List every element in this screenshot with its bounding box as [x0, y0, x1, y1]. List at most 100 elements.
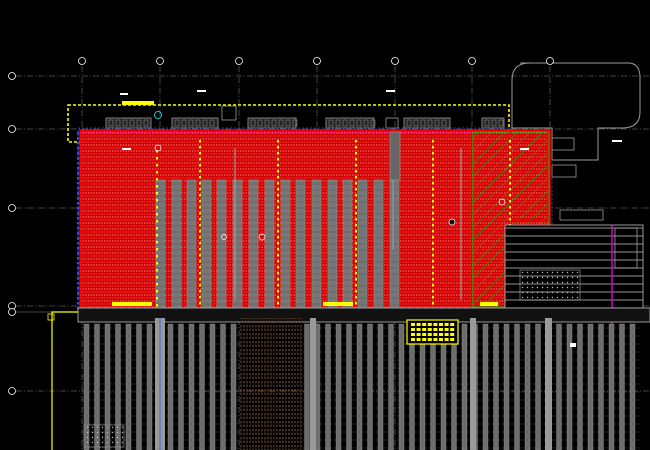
- yellow-dot: [509, 140, 511, 143]
- symbol-icon: [448, 218, 456, 226]
- lower-rack: [178, 323, 184, 450]
- yellow-dot: [277, 284, 279, 287]
- blue-dot: [77, 162, 79, 165]
- yellow-dot: [355, 140, 357, 143]
- yellow-dot: [199, 248, 201, 251]
- yellow-dot: [199, 278, 201, 281]
- blue-dot: [77, 197, 79, 200]
- blue-dot: [77, 257, 79, 260]
- yellow-block-cell: [444, 333, 449, 336]
- blue-dot: [77, 207, 79, 210]
- equipment-cell: [406, 119, 412, 127]
- blue-dot: [77, 292, 79, 295]
- yellow-dot: [277, 254, 279, 257]
- lower-aisle-pier: [470, 318, 476, 450]
- grid-bubble-icon: [8, 308, 16, 316]
- symbol-icon: [154, 144, 162, 152]
- blue-dot: [77, 227, 79, 230]
- yellow-dot: [156, 276, 158, 279]
- yellow-dot: [156, 234, 158, 237]
- yellow-dot: [432, 260, 434, 263]
- yellow-dot: [355, 170, 357, 173]
- yellow-dot: [509, 176, 511, 179]
- yellow-dot: [432, 182, 434, 185]
- blue-dot: [77, 217, 79, 220]
- yellow-block-pattern: [411, 323, 455, 341]
- yellow-dot: [156, 248, 158, 251]
- yellow-dot: [355, 224, 357, 227]
- yellow-dot: [156, 227, 158, 230]
- yellow-dot: [277, 182, 279, 185]
- equipment-unit: [385, 117, 399, 129]
- yellow-dot: [199, 152, 201, 155]
- yellow-dot: [355, 266, 357, 269]
- equipment-cell: [250, 119, 256, 127]
- yellow-dot: [156, 297, 158, 300]
- yellow-dot: [277, 302, 279, 305]
- yellow-dot: [355, 260, 357, 263]
- yellow-dot: [199, 200, 201, 203]
- equipment-cell: [434, 119, 440, 127]
- yellow-block-cell: [422, 323, 427, 326]
- equipment-cell: [136, 119, 142, 127]
- yellow-dot: [509, 170, 511, 173]
- yellow-dot: [199, 146, 201, 149]
- equipment-cell: [370, 119, 376, 127]
- yellow-dot: [355, 158, 357, 161]
- blue-dot: [77, 277, 79, 280]
- blue-dot: [77, 157, 79, 160]
- yellow-dot: [432, 200, 434, 203]
- yellow-dot: [509, 152, 511, 155]
- yellow-dot: [199, 206, 201, 209]
- equipment-cell: [349, 119, 355, 127]
- symbol-icon: [498, 198, 506, 206]
- equipment-cell: [427, 119, 433, 127]
- yellow-dot: [432, 158, 434, 161]
- yellow-loading-block[interactable]: [406, 319, 459, 345]
- yellow-dot: [277, 296, 279, 299]
- yellow-block-cell: [439, 338, 443, 341]
- lower-rack: [524, 323, 531, 450]
- yellow-dot: [199, 140, 201, 143]
- blue-dot: [77, 262, 79, 265]
- lower-rack: [230, 323, 237, 450]
- blue-dot: [77, 272, 79, 275]
- lower-rack: [629, 323, 636, 450]
- yellow-dot: [355, 194, 357, 197]
- yellow-dot: [277, 200, 279, 203]
- lower-rack: [136, 323, 142, 450]
- lower-rack: [556, 323, 562, 450]
- equipment-cell: [188, 119, 194, 127]
- grid-bubble-icon: [78, 57, 86, 65]
- blue-dot: [77, 282, 79, 285]
- equipment-cell: [292, 119, 298, 127]
- blue-dot: [77, 242, 79, 245]
- yellow-dot: [355, 284, 357, 287]
- yellow-dotted-lines: [77, 132, 511, 310]
- yellow-block-cell: [433, 323, 438, 326]
- yellow-dot: [277, 290, 279, 293]
- grid-bubble-icon: [8, 204, 16, 212]
- lower-rack: [388, 323, 394, 450]
- yellow-dot: [199, 272, 201, 275]
- yellow-dot: [509, 158, 511, 161]
- yellow-block-cell: [450, 333, 455, 336]
- yellow-dot: [156, 164, 158, 167]
- yellow-dot: [355, 182, 357, 185]
- yellow-block-cell: [444, 338, 449, 341]
- yellow-dot: [277, 266, 279, 269]
- lower-rack: [220, 323, 226, 450]
- yellow-dot: [509, 182, 511, 185]
- yellow-dot: [355, 212, 357, 215]
- yellow-dot: [277, 278, 279, 281]
- yellow-dot: [432, 254, 434, 257]
- blue-dot: [77, 182, 79, 185]
- yellow-dot: [355, 272, 357, 275]
- blue-dot: [77, 267, 79, 270]
- yellow-block-cell: [427, 323, 432, 326]
- equipment-cell: [356, 119, 362, 127]
- yellow-block-cell: [427, 333, 432, 336]
- yellow-dot: [355, 278, 357, 281]
